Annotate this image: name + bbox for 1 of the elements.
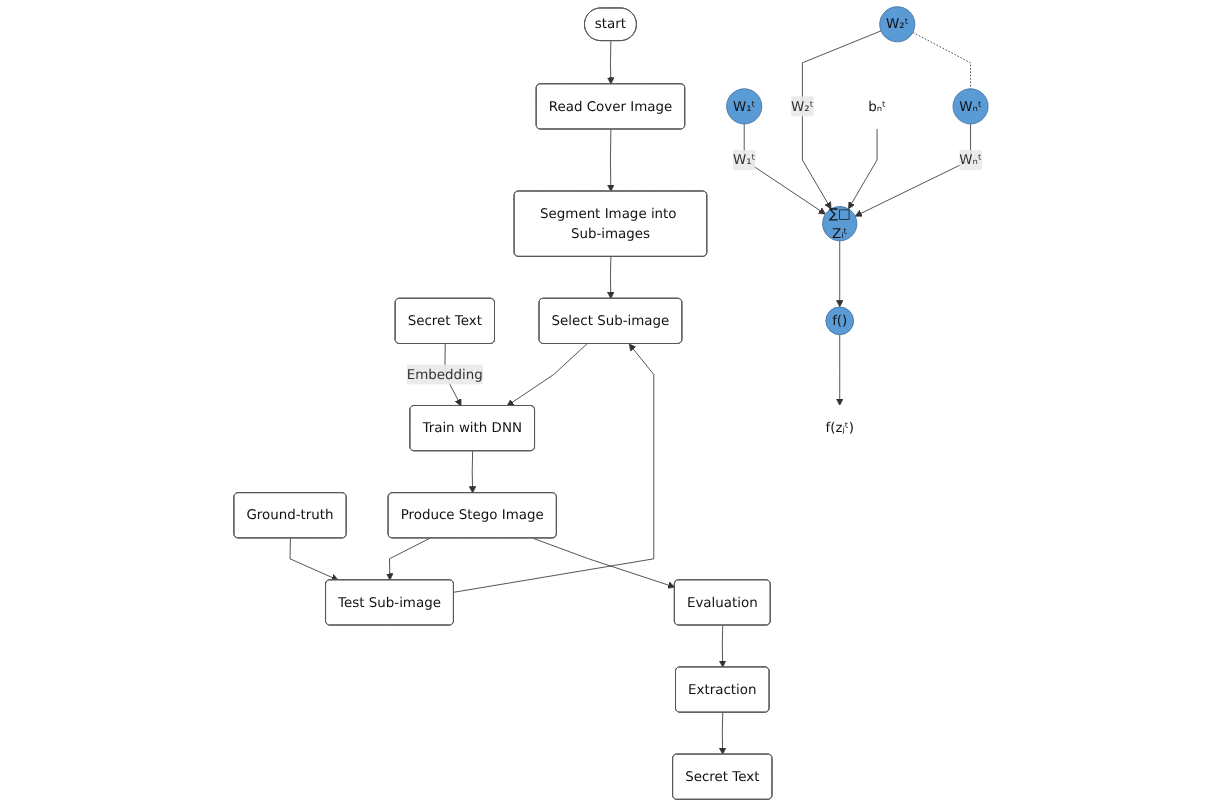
connector	[912, 32, 971, 90]
